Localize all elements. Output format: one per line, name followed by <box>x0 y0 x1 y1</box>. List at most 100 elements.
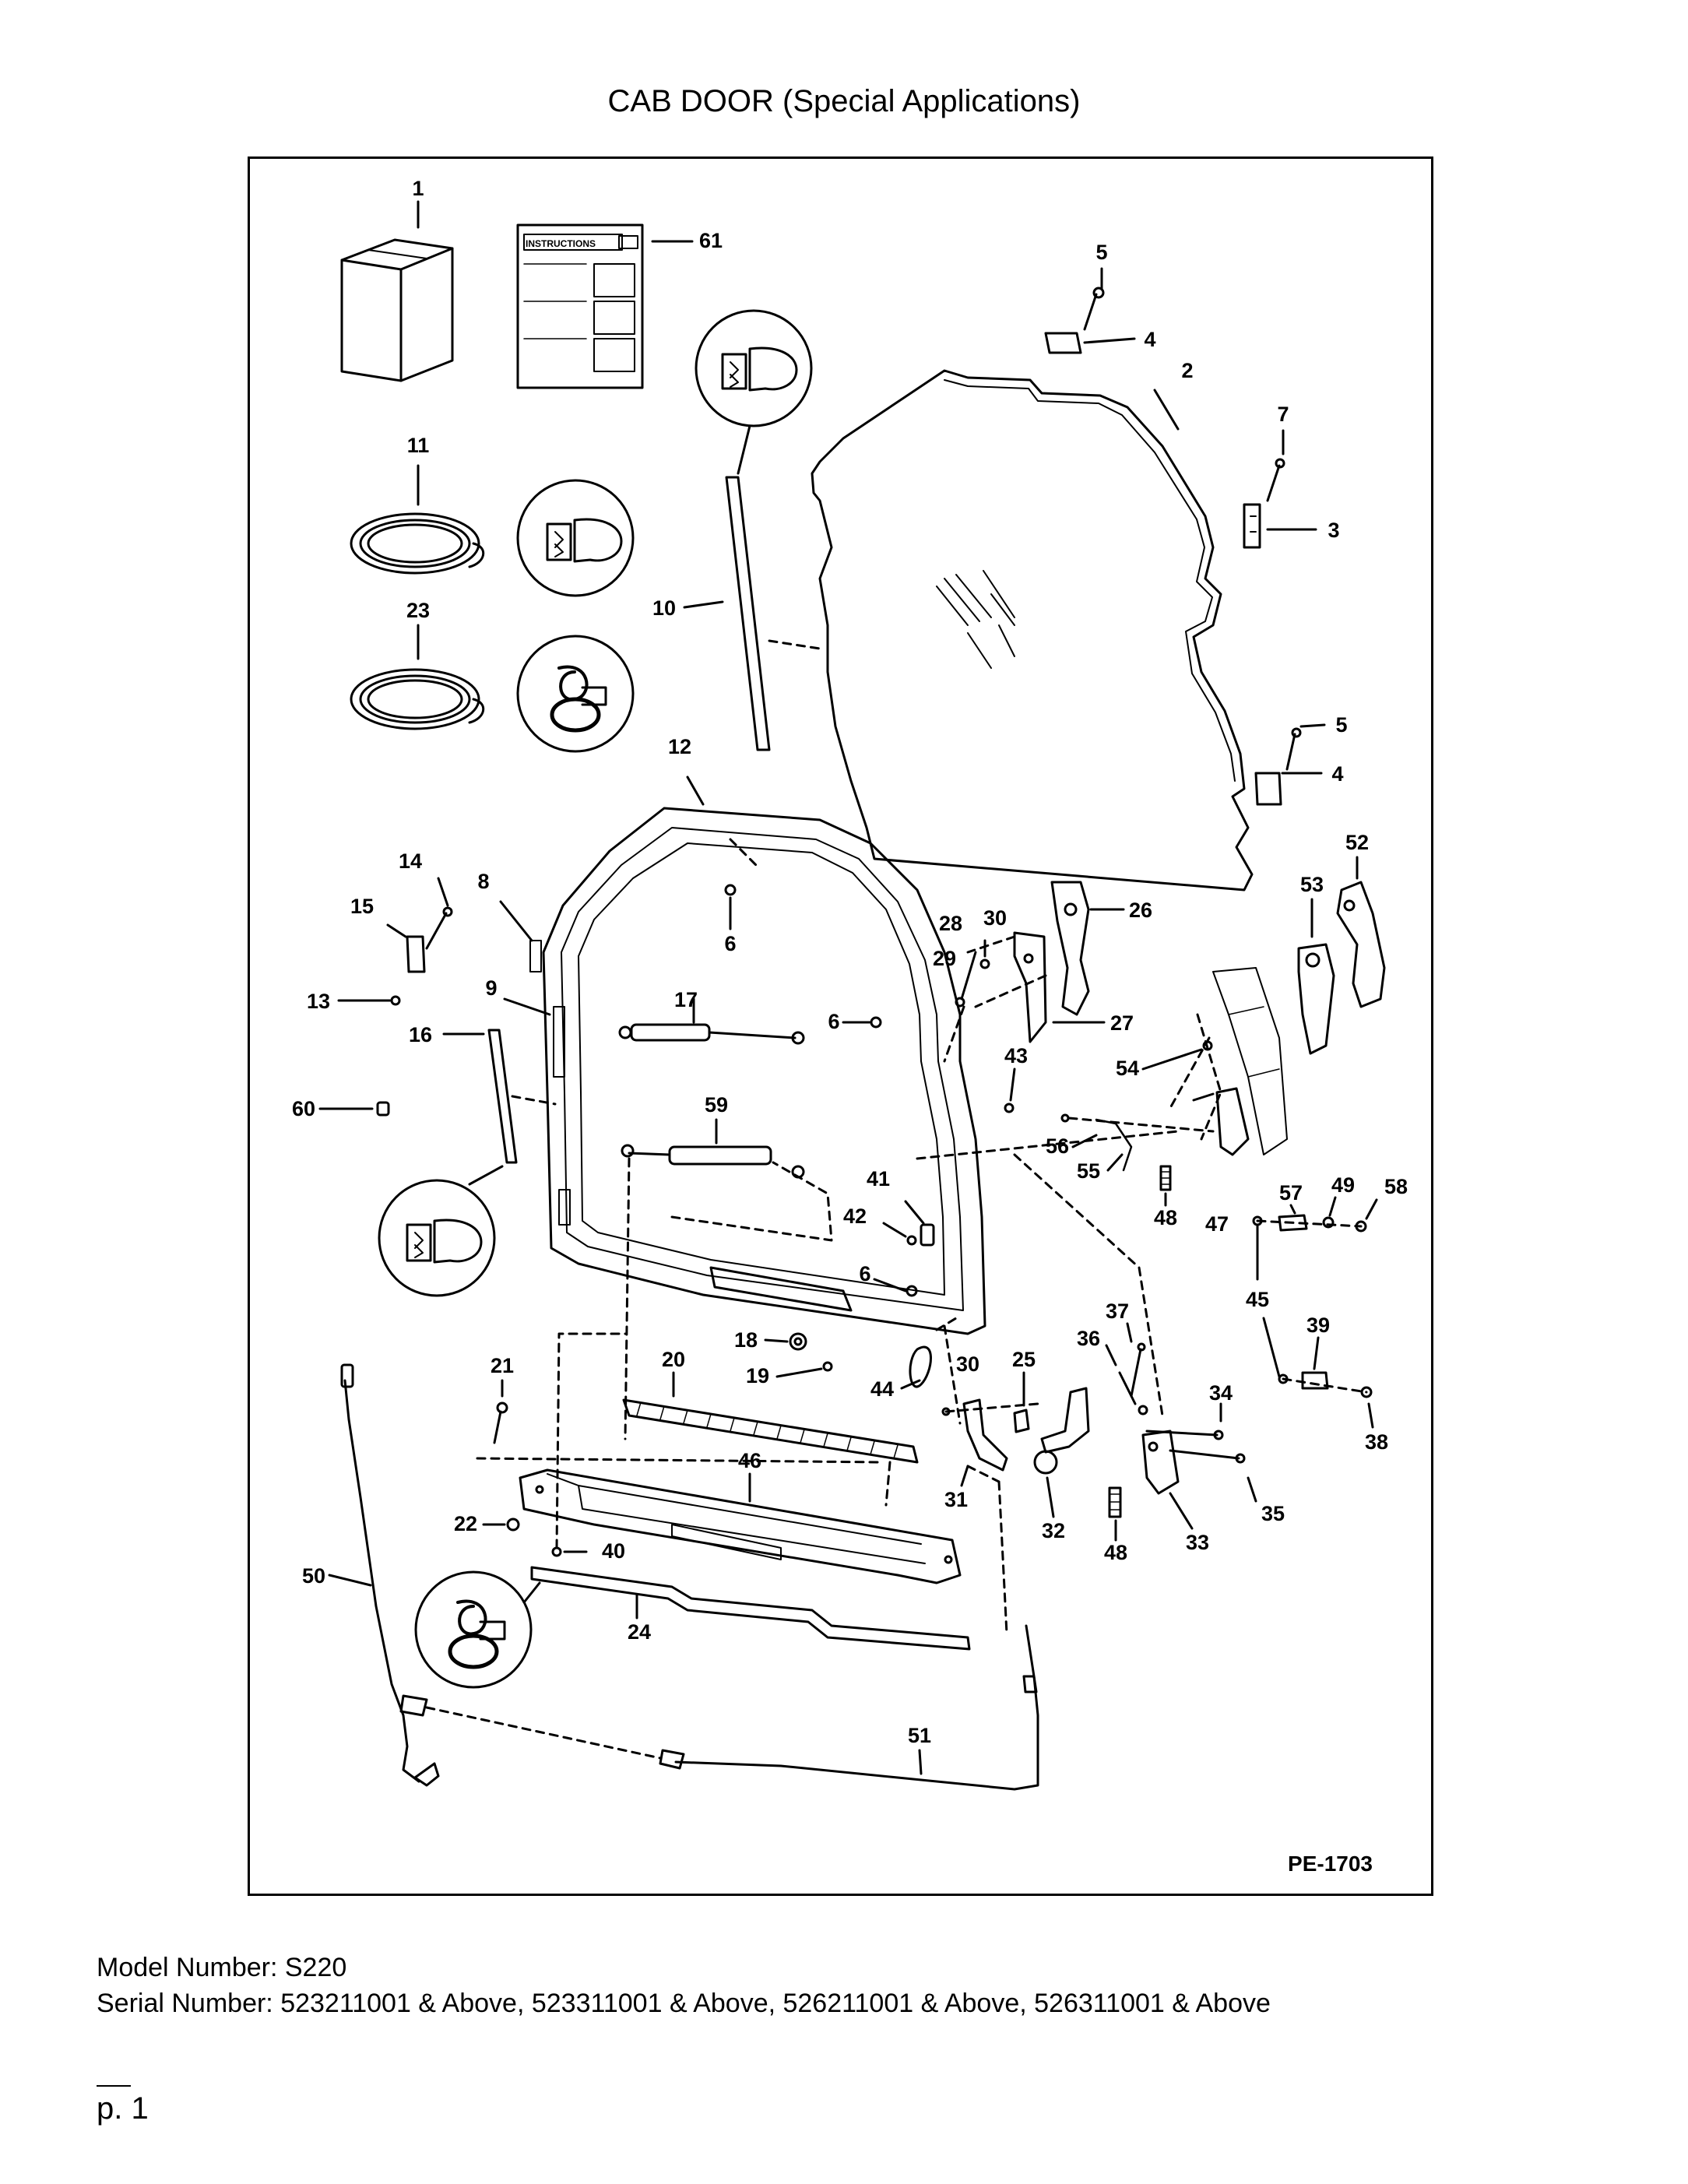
callout-44: 44 <box>870 1377 894 1401</box>
callout-61: 61 <box>699 229 723 252</box>
parts-diagram-frame: 1 2 3 4 4 5 5 6 6 6 6 7 8 9 10 11 12 13 … <box>248 157 1433 1896</box>
foam-gasket <box>622 1398 919 1464</box>
callout-43: 43 <box>1004 1044 1028 1067</box>
gas-strut-lower <box>621 1144 805 1179</box>
callout-26: 26 <box>1129 899 1152 922</box>
handle-lever <box>1013 931 1047 1043</box>
lubricant-icon-23 <box>516 635 635 753</box>
callout-27: 27 <box>1110 1011 1134 1035</box>
callout-16: 16 <box>409 1023 432 1046</box>
side-latch <box>390 906 453 1006</box>
callout-50: 50 <box>302 1564 325 1588</box>
lower-latch <box>941 1342 1246 1495</box>
callout-40: 40 <box>602 1539 625 1563</box>
hinge-lower <box>1254 727 1302 806</box>
callout-32: 32 <box>1042 1519 1065 1542</box>
seal-coil-23 <box>350 668 484 730</box>
callout-36: 36 <box>1077 1327 1100 1350</box>
installation-tool-icon-top <box>695 309 813 427</box>
bumper <box>376 1101 390 1117</box>
gas-strut-upper <box>618 1023 805 1045</box>
callout-6b: 6 <box>828 1010 839 1033</box>
callout-49: 49 <box>1331 1173 1355 1197</box>
callout-30a: 30 <box>983 906 1007 930</box>
callout-18: 18 <box>734 1328 758 1352</box>
callout-19: 19 <box>746 1364 769 1387</box>
callout-10: 10 <box>652 596 676 620</box>
callout-54: 54 <box>1116 1057 1139 1080</box>
callout-46: 46 <box>738 1449 761 1472</box>
callout-30b: 30 <box>956 1352 979 1376</box>
installation-tool-icon-11 <box>516 479 635 597</box>
callout-42: 42 <box>843 1205 867 1228</box>
page-number: p. 1 <box>97 2091 149 2126</box>
callout-4b: 4 <box>1331 762 1343 786</box>
page-rule <box>97 2085 131 2087</box>
door-frame <box>542 807 986 1335</box>
callout-52: 52 <box>1345 831 1369 854</box>
inner-handle <box>1297 881 1386 1055</box>
callout-6a: 6 <box>724 932 736 955</box>
callout-11: 11 <box>407 434 430 457</box>
callout-48b: 48 <box>1104 1541 1127 1564</box>
callout-59: 59 <box>705 1093 728 1117</box>
callout-37: 37 <box>1106 1299 1129 1323</box>
wiring-harness-51 <box>659 1624 1039 1791</box>
callout-48a: 48 <box>1154 1206 1177 1229</box>
outer-handle <box>1050 881 1090 1016</box>
callout-56: 56 <box>1046 1134 1069 1158</box>
callout-labels: 1 2 3 4 4 5 5 6 6 6 6 7 8 9 10 11 12 13 … <box>292 177 1408 1747</box>
hinge-seal-strip <box>487 1029 518 1164</box>
door-catch <box>906 1223 935 1247</box>
door-hinge-pins <box>529 940 571 1226</box>
seal-coil-11 <box>350 512 484 575</box>
callout-22: 22 <box>454 1512 477 1535</box>
latch-assembly <box>1060 967 1288 1172</box>
spring-upper <box>1159 1165 1172 1191</box>
lower-door-panel <box>519 1468 962 1584</box>
callout-39: 39 <box>1306 1314 1330 1337</box>
latch-upper <box>1243 458 1285 549</box>
callout-60: 60 <box>292 1097 315 1120</box>
callout-28: 28 <box>939 912 962 935</box>
callout-23: 23 <box>406 599 430 622</box>
hinge-upper <box>1044 287 1105 354</box>
callout-58: 58 <box>1384 1175 1408 1198</box>
callout-33: 33 <box>1186 1531 1209 1554</box>
callout-41: 41 <box>867 1167 890 1190</box>
callout-53: 53 <box>1300 873 1324 896</box>
callout-29: 29 <box>933 947 956 970</box>
exploded-parts-diagram: 1 2 3 4 4 5 5 6 6 6 6 7 8 9 10 11 12 13 … <box>292 177 1408 1876</box>
callout-35: 35 <box>1261 1502 1285 1525</box>
callout-21: 21 <box>491 1354 514 1377</box>
figure-code: PE-1703 <box>1288 1852 1373 1876</box>
callout-57: 57 <box>1279 1181 1303 1205</box>
callout-5b: 5 <box>1335 713 1347 737</box>
callout-15: 15 <box>350 895 374 918</box>
door-loop <box>909 1345 932 1388</box>
instructions-label: INSTRUCTIONS <box>526 238 596 249</box>
callout-51: 51 <box>908 1724 931 1747</box>
callout-55: 55 <box>1077 1159 1100 1183</box>
callout-8: 8 <box>477 870 489 893</box>
callout-5: 5 <box>1095 241 1107 264</box>
callout-34: 34 <box>1209 1381 1233 1405</box>
callout-13: 13 <box>307 990 330 1013</box>
spring-lower <box>1108 1486 1122 1518</box>
instruction-sheet <box>516 223 644 389</box>
lubricant-icon-bottom <box>414 1570 533 1689</box>
callout-38: 38 <box>1365 1430 1388 1454</box>
wiring-harness-50 <box>340 1363 440 1787</box>
callout-24: 24 <box>628 1620 651 1644</box>
callout-25: 25 <box>1012 1348 1036 1371</box>
callout-17: 17 <box>674 988 698 1011</box>
callout-12: 12 <box>668 735 691 758</box>
callout-14: 14 <box>399 849 422 873</box>
callout-4: 4 <box>1144 328 1155 351</box>
page-title: CAB DOOR (Special Applications) <box>607 84 1081 118</box>
glass-seal-strip <box>725 476 771 751</box>
installation-tool-icon-left <box>378 1179 496 1297</box>
callout-9: 9 <box>485 976 497 1000</box>
serial-number: Serial Number: 523211001 & Above, 523311… <box>97 1989 1271 2018</box>
kit-box <box>340 238 454 382</box>
